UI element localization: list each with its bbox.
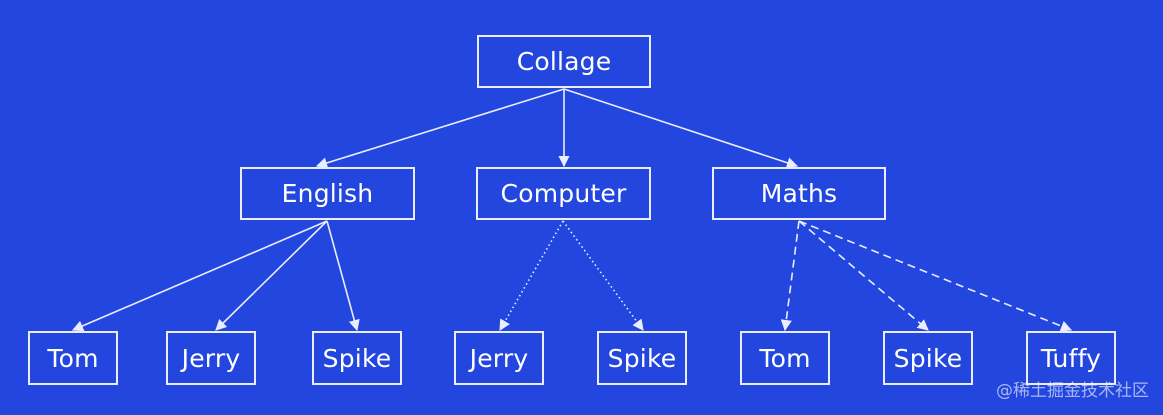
edge-maths-tom	[780, 220, 800, 332]
edge-collage-maths	[563, 88, 799, 169]
node-english: English	[240, 167, 415, 220]
leaf-maths-tom: Tom	[740, 331, 830, 385]
leaf-computer-spike: Spike	[597, 331, 687, 385]
edge-computer-jerry	[499, 220, 564, 331]
edge-collage-english	[315, 88, 565, 169]
leaf-english-spike: Spike	[312, 331, 402, 385]
node-computer: Computer	[476, 167, 651, 220]
edge-maths-spike	[798, 220, 929, 331]
leaf-english-tom: Tom	[28, 331, 118, 385]
edge-english-tom	[71, 220, 328, 332]
leaf-maths-tuffy: Tuffy	[1026, 331, 1116, 385]
leaf-maths-spike: Spike	[883, 331, 973, 385]
leaf-computer-jerry: Jerry	[454, 331, 544, 385]
leaf-english-jerry: Jerry	[166, 331, 256, 385]
node-maths: Maths	[712, 167, 886, 220]
node-collage: Collage	[477, 35, 651, 88]
watermark: @稀土掘金技术社区	[996, 381, 1149, 401]
edge-english-jerry	[215, 220, 328, 331]
edge-english-spike	[326, 220, 360, 332]
edge-computer-spike	[562, 220, 644, 331]
edge-maths-tuffy	[798, 220, 1073, 332]
